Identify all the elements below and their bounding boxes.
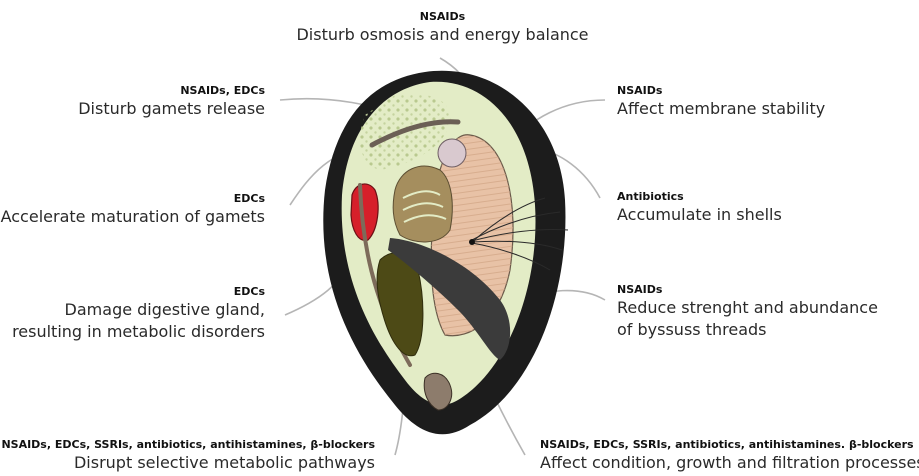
drug-label: NSAIDs, EDCs, SSRIs, antibiotics, antihi… <box>0 438 375 452</box>
drug-label: NSAIDs <box>617 84 877 98</box>
drug-label: NSAIDs, EDCs <box>60 84 265 98</box>
label-membrane: NSAIDs Affect membrane stability <box>617 84 877 120</box>
label-gamets-release: NSAIDs, EDCs Disturb gamets release <box>60 84 265 120</box>
effect-label: Accumulate in shells <box>617 204 857 226</box>
effect-label: Affect condition, growth and filtration … <box>540 452 919 474</box>
effect-label-line2: of byssuss threads <box>617 319 907 341</box>
drug-label: EDCs <box>0 192 265 206</box>
label-gamets-maturation: EDCs Accelerate maturation of gamets <box>0 192 265 228</box>
label-digestive-gland: EDCs Damage digestive gland, resulting i… <box>0 285 265 343</box>
effect-label: Accelerate maturation of gamets <box>0 206 265 228</box>
drug-label: NSAIDs <box>617 283 907 297</box>
effect-label: Disturb osmosis and energy balance <box>290 24 595 46</box>
drug-label: Antibiotics <box>617 190 857 204</box>
label-metabolic-pathways: NSAIDs, EDCs, SSRIs, antibiotics, antihi… <box>0 438 375 474</box>
effect-label: Affect membrane stability <box>617 98 877 120</box>
effect-label: Disrupt selective metabolic pathways <box>0 452 375 474</box>
drug-label: NSAIDs <box>290 10 595 24</box>
label-shells: Antibiotics Accumulate in shells <box>617 190 857 226</box>
drug-label: EDCs <box>0 285 265 299</box>
effect-label-line1: Reduce strenght and abundance <box>617 297 907 319</box>
drug-label: NSAIDs, EDCs, SSRIs, antibiotics, antihi… <box>540 438 919 452</box>
small-organ <box>438 139 466 167</box>
label-osmosis: NSAIDs Disturb osmosis and energy balanc… <box>290 10 595 46</box>
label-filtration: NSAIDs, EDCs, SSRIs, antibiotics, antihi… <box>540 438 919 474</box>
effect-label: Disturb gamets release <box>60 98 265 120</box>
label-byssus: NSAIDs Reduce strenght and abundance of … <box>617 283 907 341</box>
effect-label-line2: resulting in metabolic disorders <box>0 321 265 343</box>
effect-label-line1: Damage digestive gland, <box>0 299 265 321</box>
